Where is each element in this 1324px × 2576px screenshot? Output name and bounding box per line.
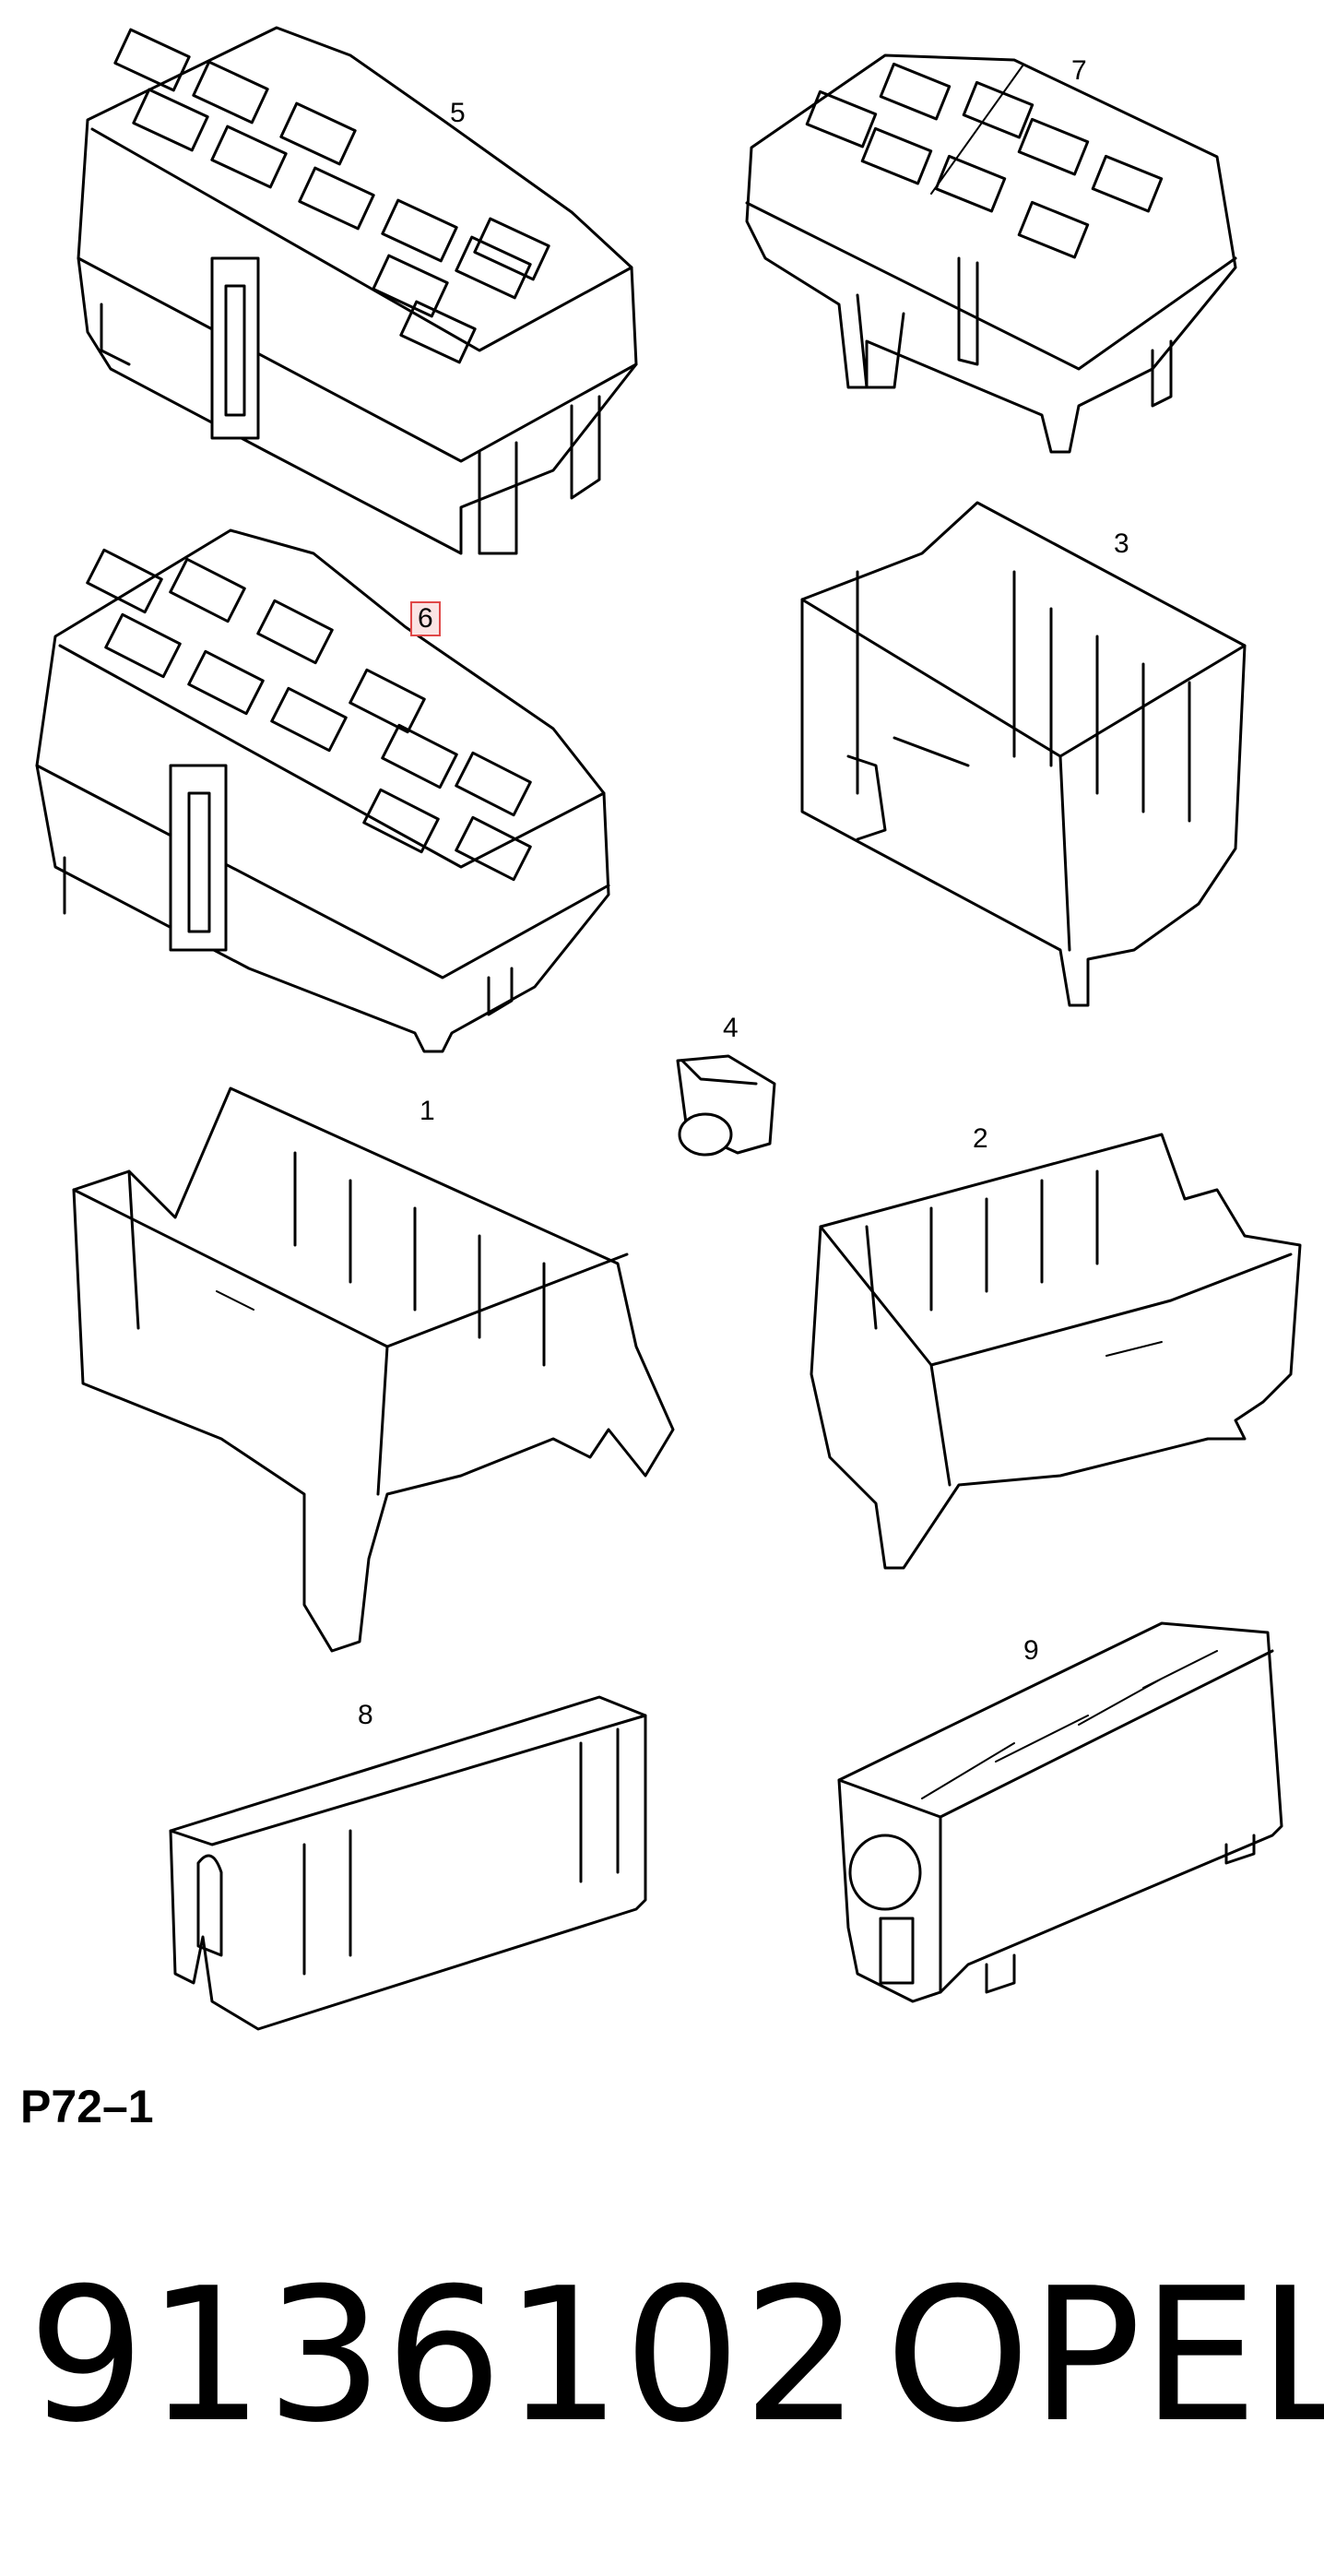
- callout-9: 9: [1023, 1635, 1039, 1666]
- part-2-fuse-box-housing: [810, 1133, 1302, 1570]
- callout-8: 8: [358, 1700, 373, 1730]
- part-9-cover: [837, 1621, 1283, 2003]
- callout-5: 5: [450, 98, 466, 128]
- part-7-fuse-box-cover: [745, 53, 1237, 454]
- part-4-clip: [676, 1054, 776, 1157]
- part-8-cover: [169, 1695, 647, 2031]
- diagram-code: P72–1: [20, 2081, 154, 2132]
- callout-7: 7: [1071, 55, 1087, 86]
- part-6-fuse-box-cover: [35, 528, 610, 1053]
- part-5-fuse-box-cover: [77, 26, 638, 555]
- part-1-fuse-box-housing: [72, 1086, 675, 1653]
- callout-6[interactable]: 6: [410, 601, 441, 636]
- part-3-fuse-box-housing: [800, 501, 1247, 1007]
- brand-name: OPEL: [885, 2249, 1324, 2463]
- callout-2: 2: [973, 1123, 988, 1154]
- callout-4: 4: [723, 1013, 739, 1043]
- callout-3: 3: [1114, 528, 1129, 559]
- callout-1: 1: [420, 1096, 435, 1126]
- part-number: 9136102: [28, 2249, 862, 2463]
